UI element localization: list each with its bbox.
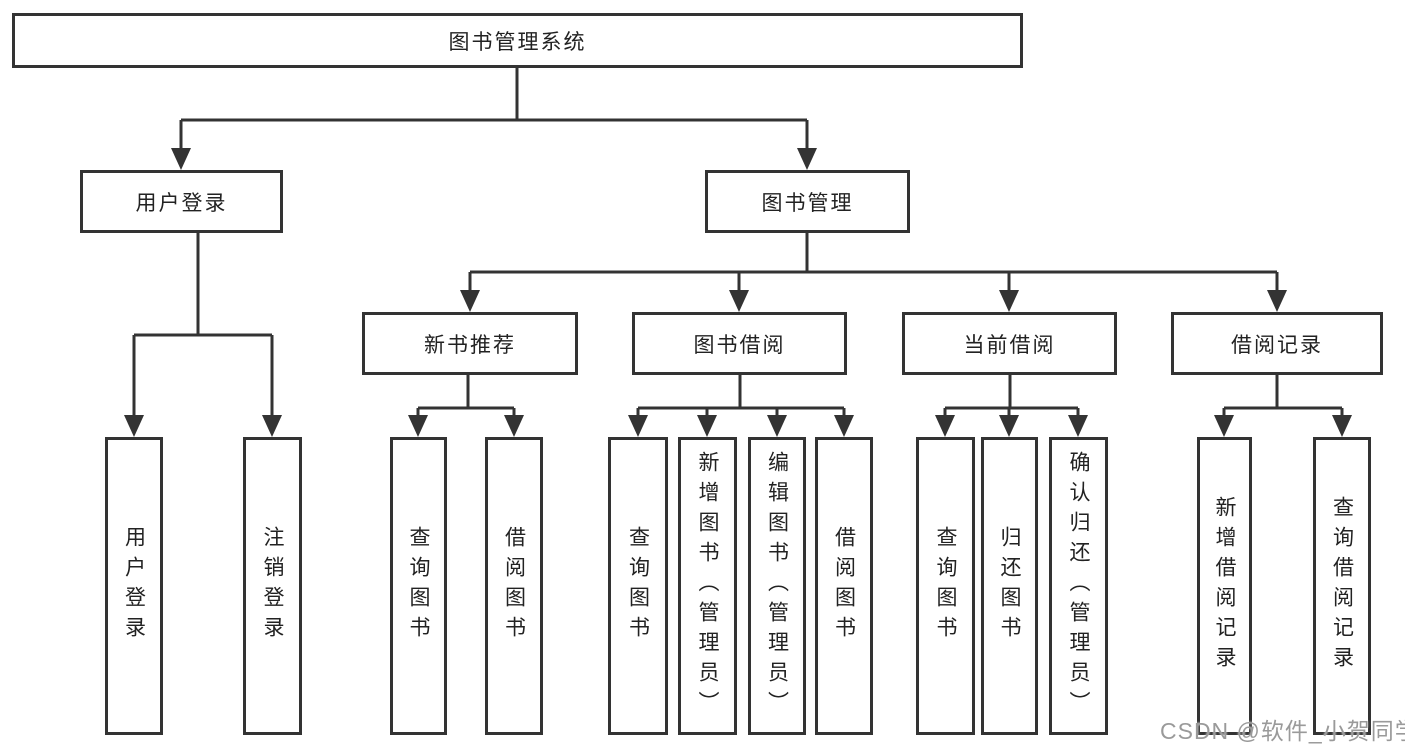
leaf-label: 新增图书（管理员） <box>696 451 719 721</box>
leaf-borrow-books-recommend: 借阅图书 <box>485 437 543 735</box>
leaf-label: 查询图书 <box>626 526 650 646</box>
leaf-label: 归还图书 <box>998 526 1021 646</box>
leaf-add-borrow-record: 新增借阅记录 <box>1197 437 1252 735</box>
leaf-query-books-borrowing: 查询图书 <box>608 437 668 735</box>
node-library-management-system: 图书管理系统 <box>12 13 1023 68</box>
leaf-label: 借阅图书 <box>832 526 856 646</box>
arrowhead-group <box>124 148 1352 437</box>
leaf-label: 查询借阅记录 <box>1330 496 1354 676</box>
leaf-label: 确认归还（管理员） <box>1067 451 1090 721</box>
leaf-label: 注销登录 <box>261 526 284 646</box>
leaf-label: 编辑图书（管理员） <box>765 451 789 721</box>
leaf-logout-login: 注销登录 <box>243 437 302 735</box>
node-borrowing-records: 借阅记录 <box>1171 312 1383 375</box>
csdn-watermark: CSDN @软件_小贺同学 <box>1160 718 1405 744</box>
node-user-login: 用户登录 <box>80 170 283 233</box>
leaf-edit-books-admin: 编辑图书（管理员） <box>748 437 806 735</box>
leaf-user-login: 用户登录 <box>105 437 163 735</box>
leaf-label: 查询图书 <box>934 526 957 646</box>
leaf-add-books-admin: 新增图书（管理员） <box>678 437 737 735</box>
node-book-management: 图书管理 <box>705 170 910 233</box>
leaf-label: 用户登录 <box>122 526 146 646</box>
leaf-return-books: 归还图书 <box>981 437 1038 735</box>
leaf-label: 借阅图书 <box>502 526 526 646</box>
leaf-query-books-current: 查询图书 <box>916 437 975 735</box>
leaf-label: 新增借阅记录 <box>1213 496 1236 676</box>
leaf-query-books-recommend: 查询图书 <box>390 437 447 735</box>
node-book-borrowing: 图书借阅 <box>632 312 847 375</box>
leaf-query-borrow-record: 查询借阅记录 <box>1313 437 1371 735</box>
leaf-confirm-return-admin: 确认归还（管理员） <box>1049 437 1108 735</box>
node-new-book-recommendation: 新书推荐 <box>362 312 578 375</box>
leaf-borrow-books: 借阅图书 <box>815 437 873 735</box>
node-current-borrowing: 当前借阅 <box>902 312 1117 375</box>
leaf-label: 查询图书 <box>407 526 430 646</box>
